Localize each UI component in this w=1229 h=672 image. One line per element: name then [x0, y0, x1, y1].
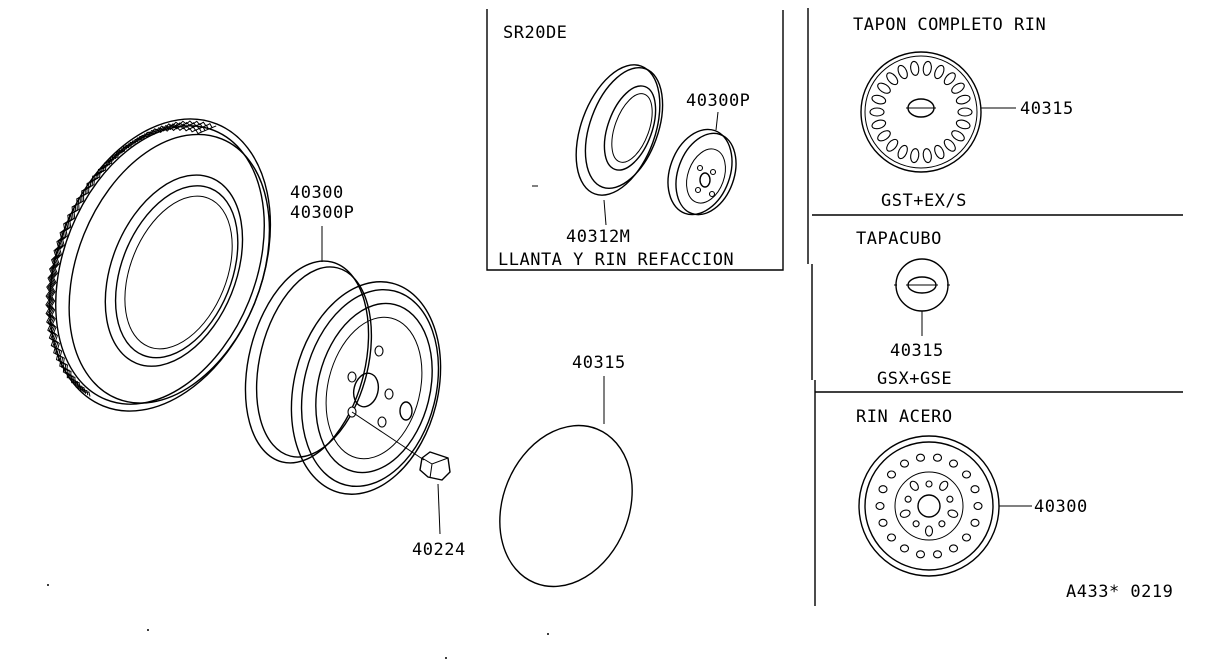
variants-panel: TAPON COMPLETO RIN 40315 GST+EX/S TAPACU… [807, 8, 1183, 606]
spare-tire-part-number: 40312M [566, 227, 630, 247]
spare-box-caption: LLANTA Y RIN REFACCION [498, 250, 734, 270]
engine-label: SR20DE [503, 23, 567, 43]
spare-rim-part-number: 40300P [686, 91, 750, 111]
wheel-nut-illustration [351, 411, 451, 535]
spare-wheel-box: SR20DE 40300P 40312M LLANTA Y RIN REFACC… [486, 9, 784, 271]
hub-cap-variant: GSX+GSE [877, 369, 952, 389]
full-cap-variant: GST+EX/S [881, 191, 967, 211]
full-cap-illustration [860, 51, 1016, 173]
wheel-cover-part-number: 40315 [572, 353, 626, 373]
tire-tread [45, 120, 217, 397]
hub-cap-title: TAPACUBO [856, 229, 942, 249]
hub-cap-illustration [894, 258, 950, 336]
diagram-code: A433* 0219 [1066, 582, 1173, 602]
steel-rim-title: RIN ACERO [856, 407, 953, 427]
full-cap-title: TAPON COMPLETO RIN [853, 15, 1046, 35]
rim-illustration [244, 226, 442, 495]
full-cap-part-number: 40315 [1020, 99, 1074, 119]
tire-illustration [45, 118, 272, 412]
wheel-cover-illustration [499, 376, 633, 588]
steel-rim-part-number: 40300 [1034, 497, 1088, 517]
wheel-nut-part-number: 40224 [412, 540, 466, 560]
hub-cap-part-number: 40315 [890, 341, 944, 361]
rim-part-number-1: 40300 [290, 183, 344, 203]
rim-part-number-2: 40300P [290, 203, 354, 223]
steel-rim-illustration [858, 435, 1032, 577]
